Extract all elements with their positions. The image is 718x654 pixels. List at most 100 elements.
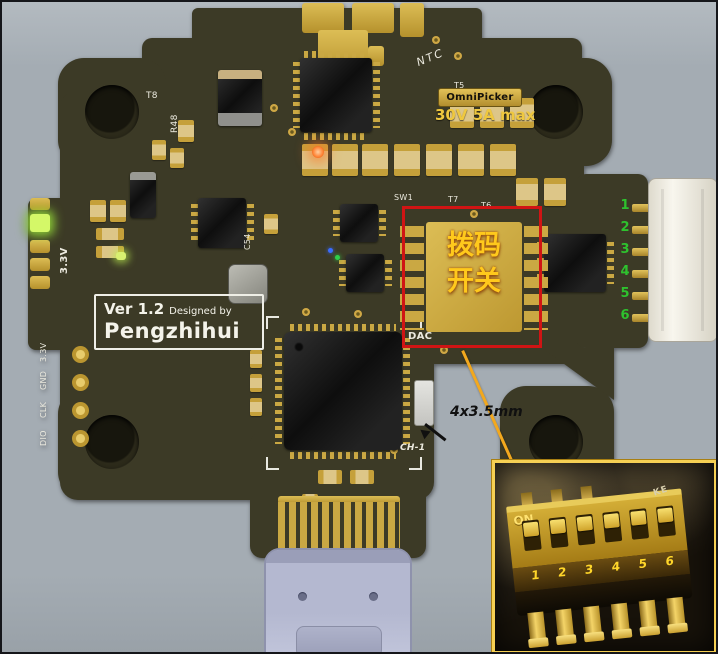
small-ic: [346, 254, 384, 292]
switch-pin-foot: [583, 631, 605, 643]
capacitor: [96, 228, 124, 240]
silkscreen-dac: DAC: [408, 331, 433, 342]
capacitor: [458, 144, 484, 176]
capacitor: [250, 350, 262, 368]
switch-pin: [666, 596, 689, 634]
capacitor: [350, 470, 374, 484]
capacitor: [318, 470, 342, 484]
switch-pin: [610, 602, 633, 640]
status-led-lime: [30, 214, 50, 232]
mcu-pins: [290, 452, 396, 459]
switch-pin-foot: [611, 628, 633, 640]
ic-pins: [293, 62, 300, 128]
pin-number-3: 3: [620, 242, 630, 257]
connector-groove: [661, 189, 664, 331]
switch-pin-foot: [639, 625, 661, 637]
usb-c-connector: [264, 548, 412, 652]
via-pad: [432, 36, 440, 44]
switch-pin: [527, 611, 549, 649]
ic-pins: [607, 242, 614, 284]
capacitor: [426, 144, 452, 176]
switch-number-5: 5: [638, 556, 648, 572]
pin-label-dio: DIO: [39, 430, 48, 446]
via-pad: [440, 346, 448, 354]
slider-knob: [657, 507, 674, 523]
solder-pad: [30, 240, 50, 253]
mcu-chip: [284, 332, 402, 450]
switch-number-4: 4: [611, 559, 621, 575]
via-pad: [454, 52, 462, 60]
pin-number-5: 5: [620, 286, 630, 301]
silkscreen-t5: T5: [454, 81, 465, 90]
capacitor: [394, 144, 420, 176]
switch-number-2: 2: [557, 564, 567, 580]
through-hole-pad: [72, 430, 89, 447]
solder-pad: [400, 3, 424, 37]
connector-pin: [632, 314, 656, 322]
capacitor: [516, 178, 538, 206]
usb-rivet: [298, 592, 307, 601]
solder-pad: [302, 3, 344, 33]
via-pad: [288, 128, 296, 136]
switch-slider-3: [575, 513, 596, 546]
capacitor: [170, 148, 184, 168]
jst-connector: [648, 178, 716, 342]
dip-switch-label: 拨码 开关: [426, 228, 522, 299]
dip-switch-footprint: [426, 222, 522, 332]
via-pad: [302, 308, 310, 316]
switch-slider-5: [629, 508, 650, 540]
version-text: Ver 1.2: [104, 300, 165, 318]
pin-label-gnd: GND: [39, 370, 48, 390]
pin-number-2: 2: [620, 220, 630, 235]
dip-switch-3d: ON KE 1 2 3 4 5 6: [506, 484, 701, 651]
small-ic: [340, 204, 378, 242]
silkscreen-t6: T6: [481, 201, 492, 210]
switch-number-1: 1: [530, 567, 540, 583]
dip-label-line2: 开关: [447, 265, 501, 296]
via-pad: [470, 210, 478, 218]
silkscreen-r48: R48: [170, 114, 180, 133]
silkscreen-ch1: CH-1: [400, 443, 426, 453]
power-led-orange: [312, 146, 324, 158]
component-band: [218, 113, 262, 126]
ic-pins: [304, 51, 368, 58]
capacitor: [490, 144, 516, 176]
designer-name: Pengzhihui: [104, 319, 241, 343]
connector-pin: [632, 204, 656, 212]
solder-pad: [30, 258, 50, 271]
crystal-oscillator: [228, 264, 268, 304]
mcu-pin1-dot: [294, 342, 304, 352]
slider-knob: [576, 515, 593, 532]
ic-pins: [373, 62, 380, 128]
mounting-hole-top-right: [529, 85, 583, 139]
dip-switch-pads-right: [524, 226, 548, 330]
switch-pin-foot: [555, 634, 577, 646]
capacitor: [250, 374, 262, 392]
usb-gold-fingers: [278, 502, 400, 548]
pin-number-6: 6: [620, 308, 630, 323]
mounting-hole-bottom-left: [85, 415, 139, 469]
switch-pin-foot: [667, 622, 689, 634]
dip-label-line1: 拨码: [447, 230, 501, 260]
capacitor: [362, 144, 388, 176]
through-hole-pad: [72, 374, 89, 391]
slider-knob: [549, 518, 567, 535]
silkscreen-c54: C54: [243, 233, 252, 250]
connector-groove: [701, 189, 704, 331]
capacitor: [544, 178, 566, 206]
ic-pins: [379, 210, 386, 236]
ic-pins: [385, 260, 392, 286]
mounting-hole-top-left: [85, 85, 139, 139]
usb-rivet: [369, 592, 378, 601]
inset-photo: ON KE 1 2 3 4 5 6: [491, 459, 716, 652]
diode: [130, 172, 156, 218]
status-led-green: [335, 255, 340, 260]
crystal: [414, 380, 434, 426]
connector-pin: [632, 248, 656, 256]
solder-pad: [278, 496, 400, 504]
status-led-lime-small: [116, 252, 126, 260]
switch-pin: [638, 599, 661, 637]
